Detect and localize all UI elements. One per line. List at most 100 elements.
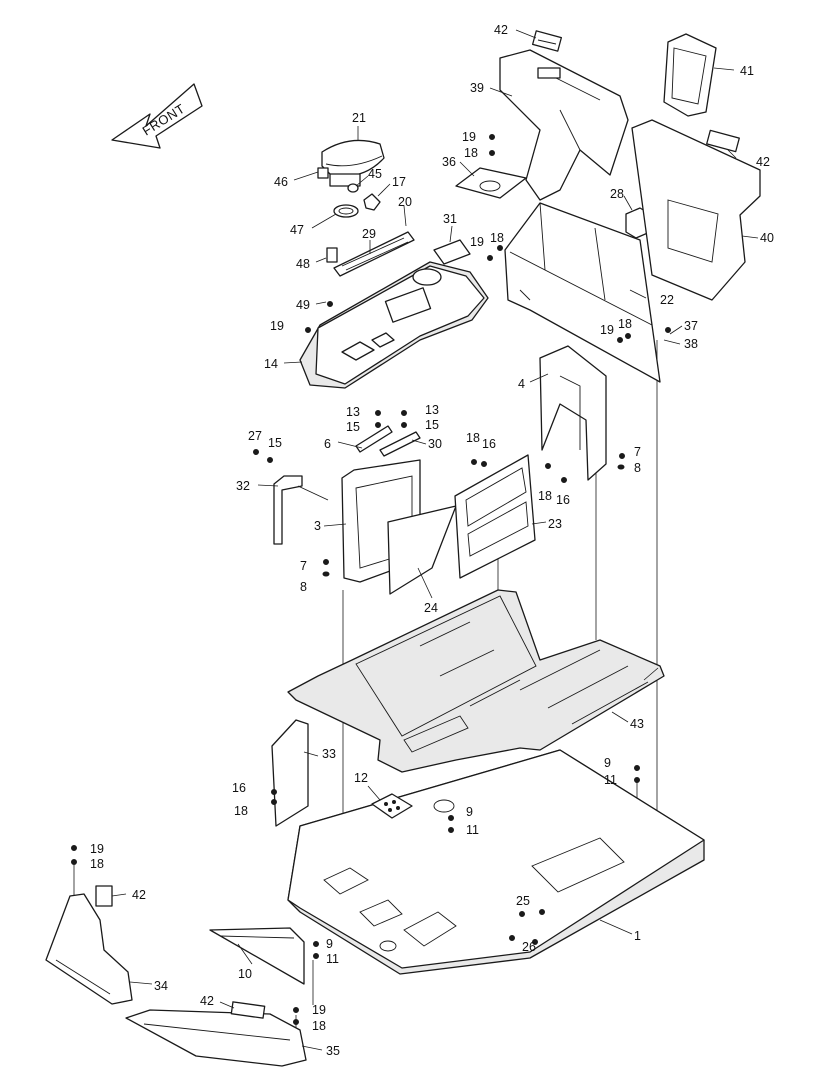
floor-plate-1 xyxy=(287,749,705,975)
cover-40 xyxy=(631,119,761,301)
callout-13: 13 xyxy=(425,403,439,417)
callout-8: 8 xyxy=(634,461,641,475)
callout-15: 15 xyxy=(346,420,360,434)
strip-6 xyxy=(355,425,393,453)
callout-11: 11 xyxy=(604,773,617,787)
callout-11: 11 xyxy=(466,823,479,837)
pan-10 xyxy=(209,927,305,985)
callout-42: 42 xyxy=(756,155,770,169)
bracket-32 xyxy=(273,475,329,545)
callout-19: 19 xyxy=(600,323,614,337)
bolt-49 xyxy=(327,301,333,307)
pad-42-bottom xyxy=(230,1001,266,1019)
callout-41: 41 xyxy=(740,64,754,78)
callout-31: 31 xyxy=(443,212,457,226)
callout-16: 16 xyxy=(556,493,570,507)
callout-14: 14 xyxy=(264,357,278,371)
panel-23 xyxy=(454,454,536,579)
callout-8: 8 xyxy=(300,580,307,594)
callout-23: 23 xyxy=(548,517,562,531)
callout-30: 30 xyxy=(428,437,442,451)
callout-37: 37 xyxy=(684,319,698,333)
strip-30 xyxy=(379,431,421,457)
callout-27: 27 xyxy=(248,429,262,443)
callout-4: 4 xyxy=(518,377,525,391)
callout-11: 11 xyxy=(326,952,339,966)
panel-39 xyxy=(499,49,629,201)
floor-mat-43 xyxy=(287,589,665,773)
screw-7-right xyxy=(619,453,625,459)
callout-3: 3 xyxy=(314,519,321,533)
pad-42-top xyxy=(531,30,563,52)
pad-42-left xyxy=(95,885,113,907)
callout-19: 19 xyxy=(90,842,104,856)
callout-49: 49 xyxy=(296,298,310,312)
knob-17 xyxy=(363,193,381,211)
callout-18: 18 xyxy=(90,857,104,871)
callout-9: 9 xyxy=(326,937,333,951)
washer-8-left xyxy=(322,571,330,577)
panel-31 xyxy=(433,239,471,265)
callout-35: 35 xyxy=(326,1044,340,1058)
callout-47: 47 xyxy=(290,223,304,237)
callout-13: 13 xyxy=(346,405,360,419)
callout-19: 19 xyxy=(270,319,284,333)
callout-16: 16 xyxy=(482,437,496,451)
callout-18: 18 xyxy=(464,146,478,160)
callout-24: 24 xyxy=(424,601,438,615)
callout-34: 34 xyxy=(154,979,168,993)
pad-12 xyxy=(371,793,413,819)
callout-39: 39 xyxy=(470,81,484,95)
callout-16: 16 xyxy=(232,781,246,795)
callout-7: 7 xyxy=(634,445,641,459)
pad-42-right xyxy=(706,129,740,153)
screw-7-left xyxy=(323,559,329,565)
callout-32: 32 xyxy=(236,479,250,493)
panel-41 xyxy=(663,33,717,117)
callout-21: 21 xyxy=(352,111,366,125)
callout-43: 43 xyxy=(630,717,644,731)
callout-18: 18 xyxy=(618,317,632,331)
washer-45 xyxy=(347,183,359,193)
callout-9: 9 xyxy=(604,756,611,770)
callout-19: 19 xyxy=(462,130,476,144)
plate-33 xyxy=(271,719,309,827)
callout-48: 48 xyxy=(296,257,310,271)
callout-18: 18 xyxy=(490,231,504,245)
leader-lines xyxy=(111,29,759,1051)
callout-17: 17 xyxy=(392,175,406,189)
callout-29: 29 xyxy=(362,227,376,241)
callout-42: 42 xyxy=(200,994,214,1008)
callout-36: 36 xyxy=(442,155,456,169)
cover-35 xyxy=(125,1009,307,1067)
callout-19: 19 xyxy=(312,1003,326,1017)
plate-36 xyxy=(455,167,527,199)
callout-18: 18 xyxy=(312,1019,326,1033)
callout-9: 9 xyxy=(466,805,473,819)
washer-8-right xyxy=(617,464,625,470)
fasteners xyxy=(71,134,671,1025)
panel-24 xyxy=(387,505,457,595)
callout-15: 15 xyxy=(425,418,439,432)
callout-20: 20 xyxy=(398,195,412,209)
enclosure-22 xyxy=(504,202,661,383)
callout-10: 10 xyxy=(238,967,252,981)
callout-labels: 42 41 39 21 19 18 42 36 46 45 17 28 20 3… xyxy=(90,23,774,1058)
callout-42: 42 xyxy=(494,23,508,37)
callout-42: 42 xyxy=(132,888,146,902)
callout-15: 15 xyxy=(268,436,282,450)
callout-12: 12 xyxy=(354,771,368,785)
bracket-4 xyxy=(539,345,607,481)
callout-7: 7 xyxy=(300,559,307,573)
callout-25: 25 xyxy=(516,894,530,908)
grommet-47 xyxy=(333,204,359,218)
console-14 xyxy=(299,261,489,389)
plate-29 xyxy=(333,231,415,277)
callout-45: 45 xyxy=(368,167,382,181)
callout-18: 18 xyxy=(538,489,552,503)
callout-6: 6 xyxy=(324,437,331,451)
seat-21 xyxy=(321,139,385,187)
callout-33: 33 xyxy=(322,747,336,761)
callout-38: 38 xyxy=(684,337,698,351)
